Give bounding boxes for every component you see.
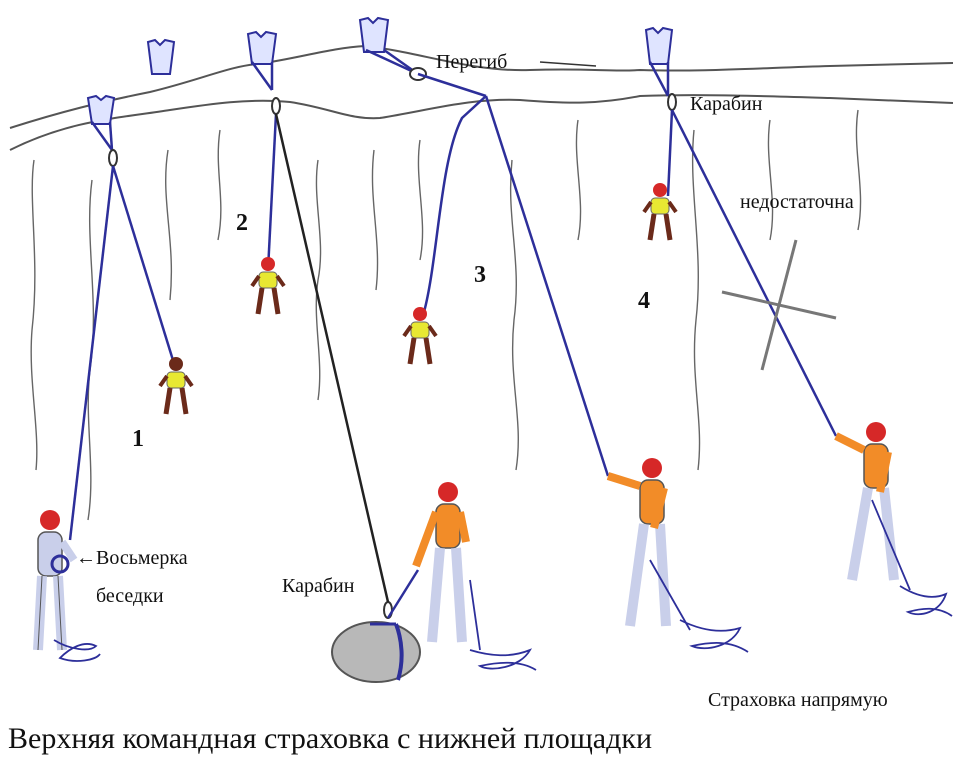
stump-2 — [148, 40, 174, 74]
belayer-3 — [608, 458, 666, 626]
belayer-1 — [38, 510, 74, 650]
label-carabiner-top: Карабин — [690, 93, 763, 115]
label-figure-eight-1: Восьмерка — [96, 547, 188, 569]
belayer-2 — [416, 482, 466, 642]
carabiners — [109, 68, 676, 618]
stump-1 — [88, 96, 114, 124]
climber-2 — [252, 257, 284, 314]
climber-3 — [404, 307, 436, 364]
stump-4 — [360, 18, 388, 52]
label-arrow: ← — [76, 547, 96, 569]
label-bend: Перегиб — [436, 51, 507, 73]
label-figure-eight-2: беседки — [96, 585, 164, 607]
label-insufficient: недостаточна — [740, 191, 854, 213]
carabiner-4 — [668, 94, 676, 110]
scenario-number-4: 4 — [638, 288, 650, 314]
stump-5 — [646, 28, 672, 64]
scenario-number-1: 1 — [132, 426, 144, 452]
scenario-number-2: 2 — [236, 210, 248, 236]
climber-1 — [160, 357, 192, 414]
climber-4 — [644, 183, 676, 240]
cross-mark — [722, 240, 836, 370]
carabiner-1 — [109, 150, 117, 166]
label-carabiner-bottom: Карабин — [282, 575, 355, 597]
anchor-stumps — [88, 18, 672, 124]
rope-coils — [54, 500, 952, 670]
belayer-4 — [836, 422, 894, 580]
stump-3 — [248, 32, 276, 64]
bend-pointer — [540, 62, 596, 66]
caption: Верхняя командная страховка с нижней пло… — [8, 722, 652, 755]
carabiner-2 — [272, 98, 280, 114]
label-direct-belay: Страховка напрямую — [708, 689, 888, 711]
scenario-number-3: 3 — [474, 262, 486, 288]
boulder — [332, 622, 420, 682]
